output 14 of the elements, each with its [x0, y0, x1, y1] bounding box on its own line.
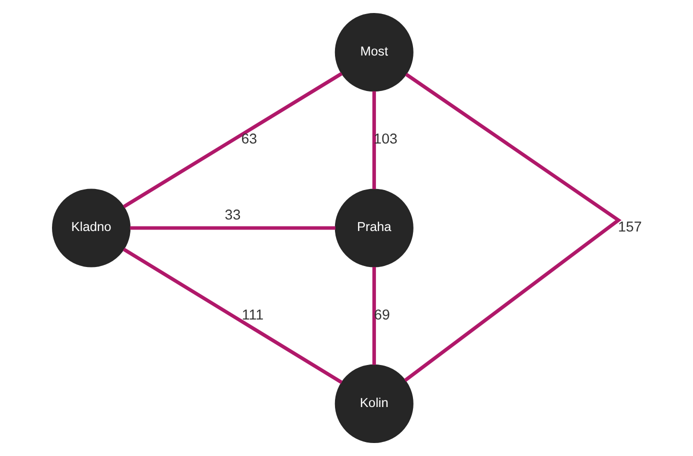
node-circle: Kolin — [334, 364, 413, 443]
connector — [404, 72, 620, 382]
node-circle: Kladno — [52, 188, 130, 268]
node-circle: Most — [334, 13, 413, 92]
connector — [130, 226, 335, 230]
edge-label: 33 — [224, 207, 240, 224]
connector — [122, 72, 342, 208]
node-circle: Praha — [334, 188, 413, 268]
connector — [122, 248, 342, 384]
edge-label: 111 — [241, 307, 264, 324]
edge-label: 157 — [617, 220, 642, 236]
edge-label: 63 — [240, 132, 257, 148]
connector — [372, 266, 376, 365]
connector — [372, 91, 376, 190]
